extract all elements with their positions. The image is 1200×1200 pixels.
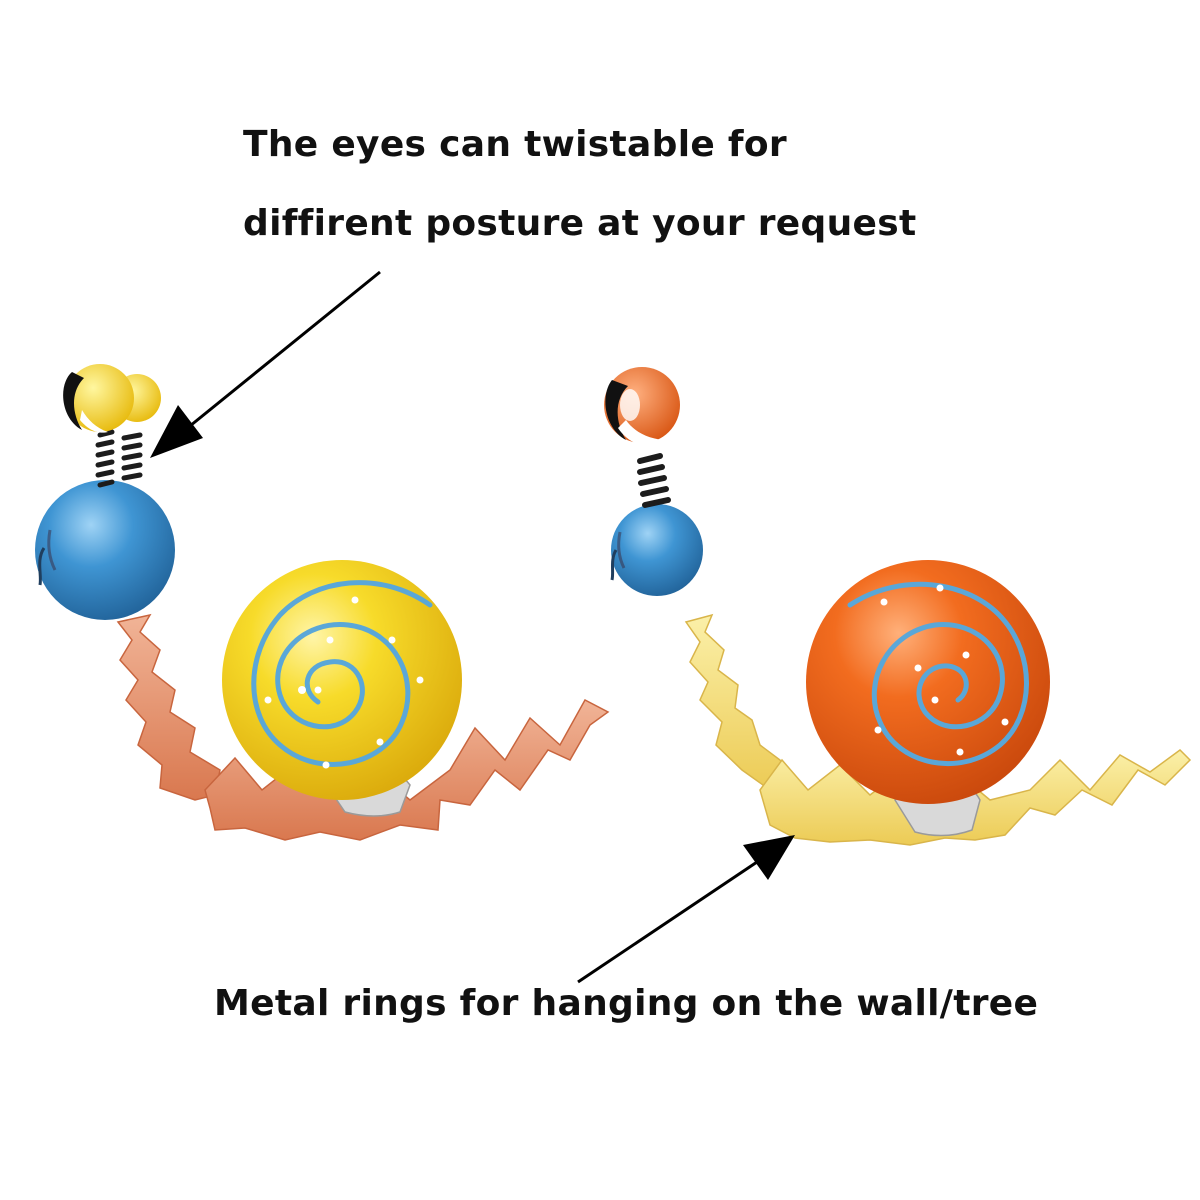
rings-caption: Metal rings for hanging on the wall/tree — [214, 983, 1039, 1024]
right-snail-eye — [604, 367, 680, 447]
left-snail-head — [35, 480, 175, 620]
left-snail-swirl — [251, 580, 433, 767]
annotation-arrows — [150, 270, 795, 984]
left-snail-shell — [222, 560, 462, 800]
right-snail-eye-spring — [637, 453, 671, 508]
eyes-caption-line-2: diffirent posture at your request — [243, 203, 917, 244]
rings-arrow-head — [743, 835, 795, 880]
left-snail-eye-springs — [95, 429, 143, 488]
right-snail-shell — [806, 560, 1050, 804]
right-snail-swirl — [847, 581, 1029, 767]
right-snail — [604, 367, 1192, 846]
left-snail-eyes — [63, 364, 161, 433]
eyes-arrow — [184, 270, 381, 432]
right-snail-head — [611, 504, 703, 596]
eyes-caption-line-1: The eyes can twistable for — [243, 124, 787, 165]
left-snail-dots — [264, 596, 424, 769]
eyes-arrow-head — [150, 405, 203, 458]
left-snail — [35, 364, 610, 841]
rings-arrow — [577, 858, 761, 984]
left-snail-neck — [116, 613, 221, 801]
right-snail-dots — [874, 584, 1009, 756]
